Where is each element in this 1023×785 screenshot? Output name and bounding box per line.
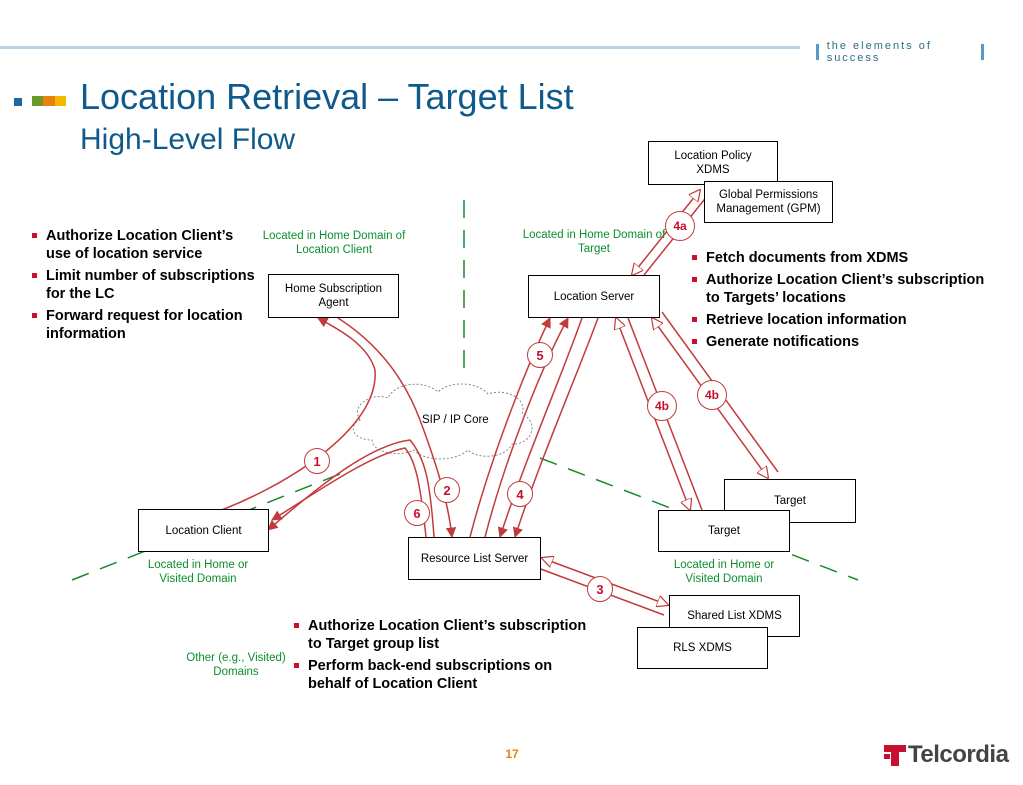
home-subscription-agent-box: Home Subscription Agent [268,274,399,318]
slide-title: Location Retrieval – Target List [80,76,574,117]
telcordia-mark-icon [884,745,906,766]
list-item: Authorize Location Client’s use of locat… [30,227,262,263]
list-item: Authorize Location Client’s subscription… [292,617,592,653]
step-4a-badge: 4a [665,211,695,241]
target-home-or-visited-label: Located in Home or Visited Domain [673,559,775,585]
step6-arrow-a [271,447,427,538]
step-1-badge: 1 [304,448,330,474]
page-number-text: 17 [505,747,519,761]
list-item: Forward request for location information [30,307,262,343]
step-2-badge: 2 [434,477,460,503]
tagline-text: the elements of success [826,40,932,64]
home-domain-target-label: Located in Home Domain of Target [522,229,666,255]
step-4-badge: 4 [507,481,533,507]
header-rule [0,46,800,49]
list-item: Perform back-end subscriptions on behalf… [292,657,592,693]
tagline: the elements of success [808,40,992,64]
list-item: Retrieve location information [690,311,990,329]
lc-home-or-visited-label: Located in Home or Visited Domain [147,559,249,585]
step4-arrow-a [469,317,551,538]
step6-arrow-b [267,439,435,538]
step5-arrow-b [512,317,599,538]
right-bullet-list: Fetch documents from XDMS Authorize Loca… [690,249,990,355]
location-server-box: Location Server [528,275,660,318]
resource-list-server-box: Resource List Server [408,537,541,580]
brand-name: Telcordia [908,741,1009,768]
tagline-right-bar [981,44,985,60]
title-square-icon [14,98,22,106]
step-6-badge: 6 [404,500,430,526]
domain-separator-left [71,469,351,581]
bottom-bullet-list: Authorize Location Client’s subscription… [292,617,592,697]
target-front-box: Target [658,510,790,552]
gpm-box: Global Permissions Management (GPM) [704,181,833,223]
step-3-badge: 3 [587,576,613,602]
other-domains-label: Other (e.g., Visited) Domains [186,652,286,678]
list-item: Generate notifications [690,333,990,351]
list-item: Fetch documents from XDMS [690,249,990,267]
step5-arrow-a [497,317,583,538]
slide-subtitle: High-Level Flow [80,123,296,156]
title-color-bar-icon [32,96,66,106]
rls-xdms-box: RLS XDMS [637,627,768,669]
tagline-left-bar [816,44,819,60]
telcordia-logo: Telcordia [882,741,1009,768]
location-policy-xdms-box: Location Policy XDMS [648,141,778,185]
page-number: 17 [490,744,534,764]
list-item: Authorize Location Client’s subscription… [690,271,990,307]
step-4b-left-badge: 4b [647,391,677,421]
home-domain-lc-label: Located in Home Domain of Location Clien… [262,230,406,256]
location-client-box: Location Client [138,509,269,552]
cloud-label: SIP / IP Core [422,414,489,426]
left-bullet-list: Authorize Location Client’s use of locat… [30,227,262,347]
list-item: Limit number of subscriptions for the LC [30,267,262,303]
step-5-badge: 5 [527,342,553,368]
step1-arrow [207,317,376,516]
step-4b-right-badge: 4b [697,380,727,410]
domain-separator-right [539,457,859,581]
step4-arrow-b [484,317,569,538]
